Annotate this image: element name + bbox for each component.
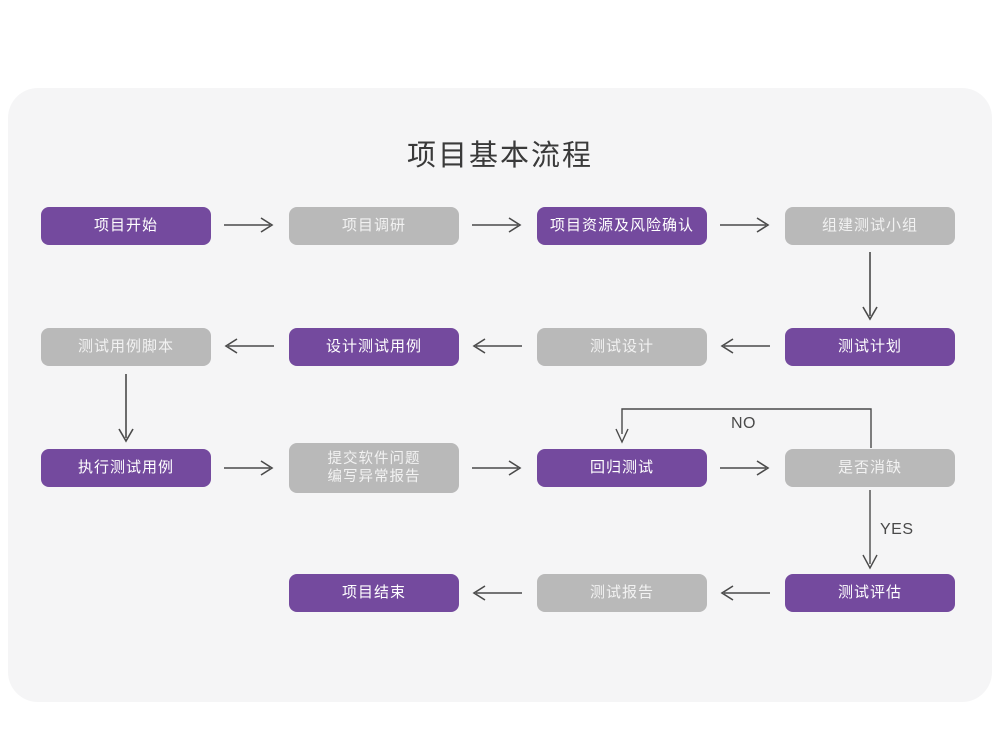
- arrow-down-icon: [861, 252, 879, 324]
- node-label: 组建测试小组: [821, 216, 918, 234]
- node-label: 项目调研: [341, 216, 406, 234]
- node-defect-resolved-decision[interactable]: 是否消缺: [785, 449, 955, 487]
- node-project-research[interactable]: 项目调研: [289, 207, 459, 245]
- arrow-right-icon: [470, 216, 526, 234]
- arrow-left-icon: [718, 337, 774, 355]
- node-project-start[interactable]: 项目开始: [41, 207, 211, 245]
- arrow-down-icon: [117, 374, 135, 446]
- node-label: 项目资源及风险确认: [549, 216, 694, 234]
- node-label-line2: 编写异常报告: [327, 469, 421, 485]
- node-label-wrap: 提交软件问题 编写异常报告: [328, 450, 421, 486]
- page-title: 项目基本流程: [406, 140, 593, 172]
- node-label: 设计测试用例: [325, 337, 422, 355]
- node-test-evaluation[interactable]: 测试评估: [785, 574, 955, 612]
- node-test-plan[interactable]: 测试计划: [785, 328, 955, 366]
- node-label: 测试评估: [837, 583, 902, 601]
- node-test-report[interactable]: 测试报告: [537, 574, 707, 612]
- edge-label-no: NO: [731, 415, 756, 432]
- node-submit-bug-report[interactable]: 提交软件问题 编写异常报告: [289, 443, 459, 493]
- node-project-end[interactable]: 项目结束: [289, 574, 459, 612]
- node-label: 回归测试: [589, 458, 654, 476]
- arrow-right-icon: [222, 216, 278, 234]
- node-execute-test-case[interactable]: 执行测试用例: [41, 449, 211, 487]
- arrow-no-loop-icon: [614, 404, 880, 450]
- node-label: 测试计划: [837, 337, 902, 355]
- edge-label-yes: YES: [880, 521, 914, 538]
- arrow-left-icon: [470, 337, 526, 355]
- node-label: 执行测试用例: [77, 458, 174, 476]
- node-test-design[interactable]: 测试设计: [537, 328, 707, 366]
- node-test-case-script[interactable]: 测试用例脚本: [41, 328, 211, 366]
- node-form-test-team[interactable]: 组建测试小组: [785, 207, 955, 245]
- node-label: 是否消缺: [837, 458, 902, 476]
- node-design-test-case[interactable]: 设计测试用例: [289, 328, 459, 366]
- node-regression-test[interactable]: 回归测试: [537, 449, 707, 487]
- arrow-right-icon: [470, 459, 526, 477]
- arrow-left-icon: [222, 337, 278, 355]
- node-label-line1: 提交软件问题: [327, 450, 421, 467]
- arrow-yes-down-icon: [861, 490, 879, 574]
- arrow-left-icon: [718, 584, 774, 602]
- arrow-right-icon: [718, 459, 774, 477]
- node-label: 测试报告: [589, 583, 654, 601]
- node-resource-risk-confirm[interactable]: 项目资源及风险确认: [537, 207, 707, 245]
- node-label: 测试设计: [589, 337, 654, 355]
- node-label: 项目开始: [93, 216, 158, 234]
- arrow-right-icon: [718, 216, 774, 234]
- node-label: 测试用例脚本: [77, 337, 174, 355]
- node-label: 项目结束: [341, 583, 406, 601]
- arrow-left-icon: [470, 584, 526, 602]
- arrow-right-icon: [222, 459, 278, 477]
